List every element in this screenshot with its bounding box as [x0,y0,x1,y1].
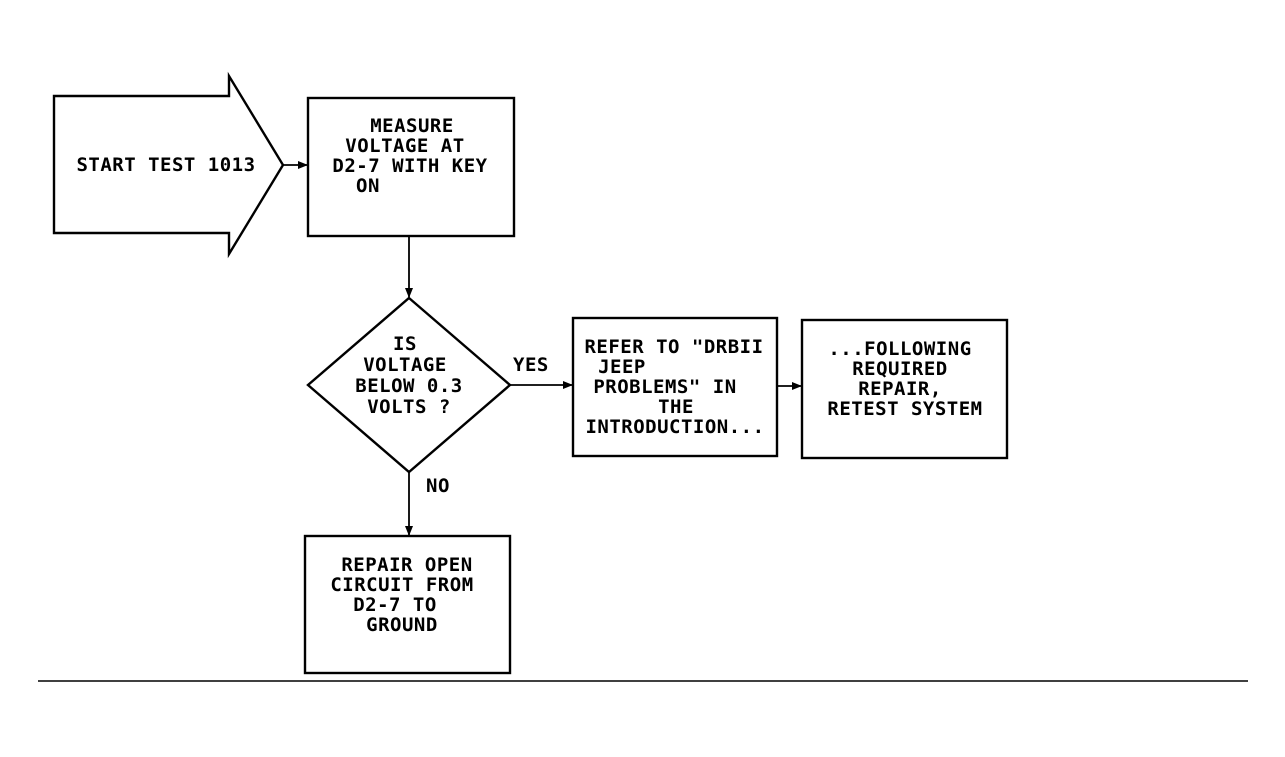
refer-box [571,316,779,458]
repair-box [303,534,512,675]
repair-line-2: CIRCUIT FROM [330,574,473,596]
following-line-1: ...FOLLOWING [828,338,971,360]
refer-line-1: REFER TO "DRBII [584,336,763,358]
repair-line-1: REPAIR OPEN [341,554,472,576]
refer-line-5: INTRODUCTION... [585,416,764,438]
yes-label: YES [513,354,549,376]
following-box [800,318,1009,460]
start-arrow-shape [52,71,285,259]
no-label: NO [426,475,450,497]
decision-line-3: BELOW 0.3 [355,375,462,397]
measure-node: MEASURE VOLTAGE AT D2-7 WITH KEY ON [306,96,516,238]
refer-line-4: THE [658,396,694,418]
following-line-4: RETEST SYSTEM [827,398,982,420]
refer-node: REFER TO "DRBII JEEP PROBLEMS" IN THE IN… [571,316,779,458]
start-node: START TEST 1013 [52,71,285,259]
repair-line-4: GROUND [366,614,438,636]
measure-line-3: D2-7 WITH KEY [332,155,487,177]
measure-box [306,96,516,238]
measure-line-1: MEASURE [370,115,454,137]
following-line-2: REQUIRED [852,358,948,380]
decision-line-2: VOLTAGE [363,354,447,376]
decision-node: IS VOLTAGE BELOW 0.3 VOLTS ? [306,296,512,474]
repair-line-3: D2-7 TO [353,594,437,616]
decision-line-4: VOLTS ? [367,396,451,418]
refer-line-2: JEEP [598,356,646,378]
following-line-3: REPAIR, [858,378,942,400]
start-label: START TEST 1013 [76,154,255,176]
measure-line-2: VOLTAGE AT [345,135,464,157]
decision-line-1: IS [393,333,417,355]
measure-line-4: ON [356,175,380,197]
refer-line-3: PROBLEMS" IN [593,376,736,398]
following-node: ...FOLLOWING REQUIRED REPAIR, RETEST SYS… [800,318,1009,460]
repair-node: REPAIR OPEN CIRCUIT FROM D2-7 TO GROUND [303,534,512,675]
